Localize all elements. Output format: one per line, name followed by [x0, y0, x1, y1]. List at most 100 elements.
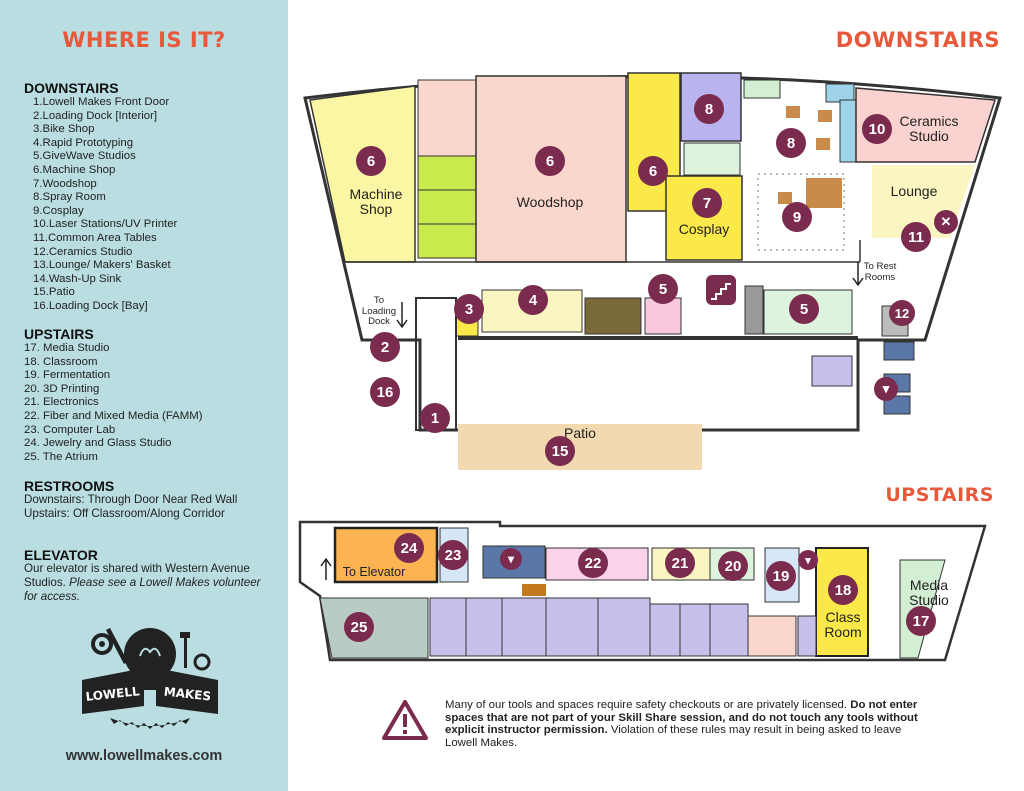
small-room-green-1: [417, 155, 477, 191]
lav-room-4: [545, 597, 599, 657]
sink-icon: ▾: [500, 548, 522, 570]
classroom-label: Class Room: [824, 609, 862, 640]
green-closet: [683, 142, 741, 176]
to-loading-dock-label: To Loading Dock: [361, 295, 397, 327]
downstairs-legend-item: 15.Patio: [33, 286, 75, 299]
downstairs-legend-item: 13.Lounge/ Makers' Basket: [33, 259, 171, 272]
downstairs-legend-item: 8.Spray Room: [33, 191, 106, 204]
badge-media-studio: 17: [906, 606, 936, 636]
upstairs-legend-item: 25. The Atrium: [24, 450, 98, 463]
lowell-makes-logo: LOWELL MAKES: [82, 628, 218, 729]
atrium-room: [319, 597, 429, 659]
small-room-green-3: [417, 223, 477, 259]
badge-laser: 9: [782, 202, 812, 232]
notice-intro: Many of our tools and spaces require saf…: [445, 699, 851, 711]
lav-room-6: [649, 603, 681, 657]
upstairs-legend-item: 20. 3D Printing: [24, 382, 100, 395]
logo-banner-right: [156, 668, 218, 714]
lav-room-1: [429, 597, 467, 657]
sidebar-title: WHERE IS IT?: [62, 28, 226, 52]
badge-ceramics: 10: [862, 114, 892, 144]
downstairs-legend-item: 6.Machine Shop: [33, 163, 116, 176]
downstairs-legend-item: 7.Woodshop: [33, 177, 97, 190]
badge-small-six: 6: [638, 156, 668, 186]
blue-storage-2: [839, 99, 857, 163]
badge-spray-mid: 8: [776, 128, 806, 158]
elevator-text-italic: Please see a Lowell Makes volunteer for …: [24, 576, 261, 603]
badge-front-door: 1: [420, 403, 450, 433]
givewave-small-room: [644, 297, 682, 335]
sink-icon: ▾: [798, 550, 818, 570]
laser-zone: [757, 173, 845, 251]
badge-rapid-prototyping: 4: [518, 285, 548, 315]
lav-room-9: [797, 615, 817, 657]
restroom-1: [883, 341, 915, 361]
downstairs-legend-item: 14.Wash-Up Sink: [33, 272, 122, 285]
gear-icon: [91, 633, 113, 655]
elevator-text-plain: Our elevator is shared with Western Aven…: [24, 562, 250, 589]
upstairs-legend-item: 18. Classroom: [24, 355, 98, 368]
badge-givewave-left: 5: [648, 274, 678, 304]
badge-famm: 22: [578, 548, 608, 578]
arrow-down-icon: [852, 262, 864, 287]
upstairs-legend-item: 22. Fiber and Mixed Media (FAMM): [24, 409, 203, 422]
badge-loading-dock-bay: 16: [370, 377, 400, 407]
badge-loading-dock-interior: 2: [370, 332, 400, 362]
badge-computer-lab: 23: [438, 540, 468, 570]
lounge-label: Lounge: [890, 182, 938, 199]
stair-wall: [744, 285, 764, 335]
badge-spray-room: 8: [694, 94, 724, 124]
blue-storage-1: [825, 83, 855, 103]
wrench-icon: [106, 628, 128, 664]
notice-bold: Do not enter spaces that are not part of…: [445, 699, 918, 736]
upstairs-legend-item: 24. Jewelry and Glass Studio: [24, 437, 172, 450]
logo-banner-left: [82, 668, 144, 714]
saw-blade-icon: [110, 718, 190, 729]
purple-storage: [811, 355, 853, 387]
website-link[interactable]: www.lowellmakes.com: [65, 748, 223, 764]
restrooms-text: Downstairs: Through Door Near Red Wall U…: [24, 493, 238, 520]
lav-room-5: [597, 597, 651, 657]
logo-text-right: MAKES: [163, 685, 212, 704]
downstairs-legend-heading: DOWNSTAIRS: [24, 80, 119, 96]
upstairs-title: UPSTAIRS: [885, 484, 994, 506]
patio-label: Patio: [564, 424, 596, 441]
badge-wash-up-sink: 12: [889, 300, 915, 326]
elevator-text: Our elevator is shared with Western Aven…: [24, 562, 264, 604]
table-1: [786, 106, 800, 118]
woodshop-label: Woodshop: [516, 193, 584, 210]
badge-fermentation: 19: [766, 561, 796, 591]
peach-room: [747, 615, 797, 657]
lightbulb-icon: [124, 628, 176, 680]
badge-atrium: 25: [344, 612, 374, 642]
ceramics-studio-room: [855, 87, 997, 163]
badge-3d-printing: 20: [718, 551, 748, 581]
badge-bike-shop: 3: [454, 294, 484, 324]
machine-shop-room: [309, 85, 416, 263]
table-5: [778, 192, 792, 204]
downstairs-legend-item: 2.Loading Dock [Interior]: [33, 109, 158, 122]
badge-givewave-right: 5: [789, 294, 819, 324]
small-room-peach: [417, 79, 477, 157]
elevator-heading: ELEVATOR: [24, 547, 98, 563]
to-rest-rooms-label: To Rest Rooms: [863, 261, 897, 283]
table-3: [816, 138, 830, 150]
downstairs-legend-item: 10.Laser Stations/UV Printer: [33, 218, 178, 231]
downstairs-legend-item: 4.Rapid Prototyping: [33, 136, 134, 149]
notice-outro: Violation of these rules may result in b…: [445, 724, 902, 749]
badge-machine-shop: 6: [356, 146, 386, 176]
lav-room-3: [501, 597, 547, 657]
machine-shop-label: Machine Shop: [349, 186, 403, 217]
lav-room-8: [709, 603, 749, 657]
restrooms-heading: RESTROOMS: [24, 478, 115, 494]
badge-woodshop: 6: [535, 146, 565, 176]
downstairs-legend-item: 16.Loading Dock [Bay]: [33, 299, 148, 312]
downstairs-legend-item: 9.Cosplay: [33, 204, 84, 217]
spray-room: [680, 72, 742, 142]
badge-jewelry-glass: 24: [394, 533, 424, 563]
lav-room-7: [679, 603, 711, 657]
door-mat: [522, 584, 546, 596]
sink-icon: ▾: [874, 377, 898, 401]
logo-text-left: LOWELL: [85, 684, 141, 704]
